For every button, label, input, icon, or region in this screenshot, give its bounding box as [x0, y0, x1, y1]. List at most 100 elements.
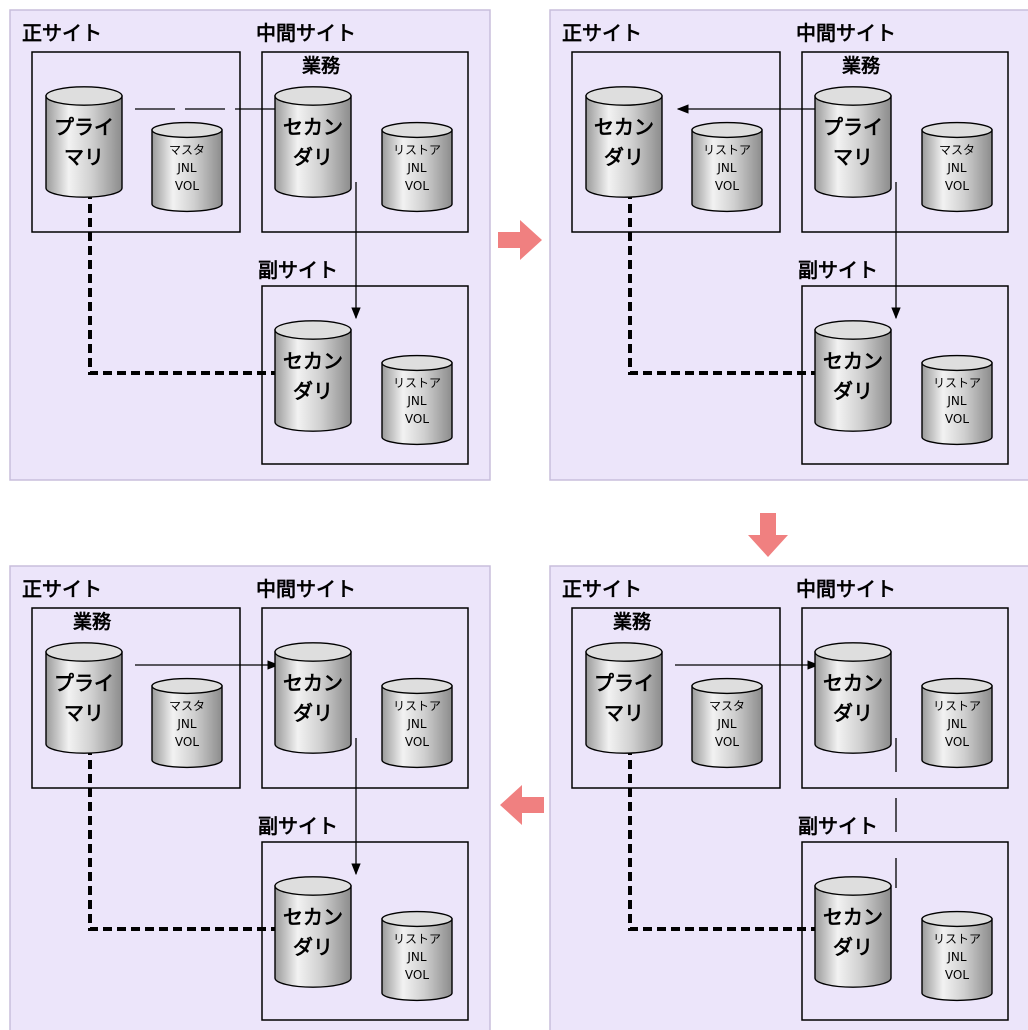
journal-restore-secondary-top — [921, 910, 993, 928]
journal-restore-intermediate-label: JNL — [406, 717, 427, 731]
volume-secondary-intermediate-top — [814, 642, 892, 662]
site-title-primary: 正サイト — [562, 21, 642, 45]
journal-master-primary-label: VOL — [175, 735, 199, 749]
journal-restore-intermediate-label: リストア — [933, 699, 981, 713]
volume-secondary-intermediate-top — [274, 86, 352, 106]
journal-master-primary-label: マスタ — [169, 699, 205, 713]
volume-primary-primary-top — [45, 86, 123, 106]
journal-master-intermediate-top — [921, 121, 993, 139]
panel-1: 正サイト中間サイト副サイト業務プライマリマスタJNLVOLセカンダリリストアJN… — [9, 9, 491, 481]
journal-master-primary-label: マスタ — [169, 143, 205, 157]
volume-secondary-intermediate-label: セカン — [823, 671, 883, 695]
journal-master-primary-body — [691, 685, 763, 769]
journal-restore-secondary-top — [381, 910, 453, 928]
volume-secondary-intermediate-body — [274, 95, 352, 198]
task-label: 業務 — [72, 610, 112, 633]
site-title-secondary: 副サイト — [798, 258, 878, 282]
volume-secondary-secondary-body — [814, 885, 892, 988]
journal-master-primary-label: JNL — [176, 161, 197, 175]
volume-secondary-secondary-top — [814, 876, 892, 896]
journal-restore-secondary-label: リストア — [393, 932, 441, 946]
journal-restore-intermediate: リストア JNL VOL — [381, 677, 453, 769]
journal-master-primary-label: VOL — [715, 735, 739, 749]
link-primary-secondary-bold-dashed — [88, 746, 280, 931]
journal-restore-intermediate-label: VOL — [405, 735, 429, 749]
journal-master-primary: マスタ JNL VOL — [151, 677, 223, 769]
journal-restore-secondary-label: JNL — [946, 394, 967, 408]
journal-restore-primary-body — [691, 129, 763, 213]
journal-master-primary-label: VOL — [175, 179, 199, 193]
journal-restore-primary: リストア JNL VOL — [691, 121, 763, 213]
volume-secondary-secondary-label: セカン — [823, 349, 883, 373]
links — [88, 108, 361, 375]
journal-restore-secondary-label: リストア — [393, 376, 441, 390]
site-title-primary: 正サイト — [22, 21, 102, 45]
volume-secondary-secondary-top — [274, 320, 352, 340]
journal-restore-primary-label: JNL — [716, 161, 737, 175]
site-title-secondary: 副サイト — [798, 814, 878, 838]
journal-restore-secondary-label: リストア — [933, 376, 981, 390]
volume-secondary-intermediate-top — [274, 642, 352, 662]
journal-restore-secondary-label: リストア — [933, 932, 981, 946]
journal-restore-intermediate-label: リストア — [393, 143, 441, 157]
journal-master-primary-label: マスタ — [709, 699, 745, 713]
volume-primary-primary-body — [585, 651, 663, 754]
volume-primary-primary-label: プライ — [594, 671, 654, 695]
journal-restore-intermediate-top — [381, 677, 453, 695]
site-title-secondary: 副サイト — [258, 814, 338, 838]
journal-restore-intermediate-label: リストア — [393, 699, 441, 713]
site-title-primary: 正サイト — [562, 577, 642, 601]
journal-restore-primary-label: リストア — [703, 143, 751, 157]
volume-primary-primary-label: マリ — [604, 701, 644, 725]
journal-restore-intermediate-label: VOL — [405, 179, 429, 193]
site-title-primary: 正サイト — [22, 577, 102, 601]
volume-primary-primary-label: マリ — [64, 145, 104, 169]
site-title-intermediate: 中間サイト — [256, 21, 356, 45]
volume-secondary-secondary-body — [814, 329, 892, 432]
volume-secondary-primary-label: セカン — [594, 115, 654, 139]
journal-master-intermediate-label: マスタ — [939, 143, 975, 157]
journal-restore-secondary-top — [921, 354, 993, 372]
volume-secondary-secondary-label: セカン — [283, 905, 343, 929]
volume-secondary-secondary-body — [274, 329, 352, 432]
journal-master-primary-body — [151, 129, 223, 213]
journal-master-intermediate-body — [921, 129, 993, 213]
journal-restore-intermediate-top — [381, 121, 453, 139]
volume-secondary-intermediate-label: ダリ — [293, 701, 333, 725]
flow-arrow-down-icon — [748, 513, 788, 557]
panel-3: 正サイト中間サイト副サイト業務プライマリマスタJNLVOLセカンダリリストアJN… — [549, 565, 1028, 1030]
journal-master-primary-label: JNL — [176, 717, 197, 731]
volume-secondary-secondary-top — [814, 320, 892, 340]
volume-secondary-primary-body — [585, 95, 663, 198]
journal-master-primary-top — [151, 677, 223, 695]
links — [628, 660, 897, 931]
volume-secondary-secondary-label: ダリ — [833, 379, 873, 403]
volume-secondary-primary-top — [585, 86, 663, 106]
journal-restore-intermediate-label: JNL — [406, 161, 427, 175]
journal-restore-intermediate-body — [381, 685, 453, 769]
journal-restore-primary-label: VOL — [715, 179, 739, 193]
volume-primary-primary-top — [585, 642, 663, 662]
journal-master-primary: マスタ JNL VOL — [151, 121, 223, 213]
volume-primary-primary-label: マリ — [64, 701, 104, 725]
task-label: 業務 — [841, 54, 881, 77]
site-title-intermediate: 中間サイト — [256, 577, 356, 601]
volume-primary-primary-label: プライ — [54, 671, 114, 695]
site-box-intermediate — [801, 607, 1009, 789]
journal-restore-intermediate-top — [921, 677, 993, 695]
volume-primary-intermediate-top — [814, 86, 892, 106]
volume-secondary-intermediate-label: セカン — [283, 671, 343, 695]
site-title-intermediate: 中間サイト — [796, 577, 896, 601]
